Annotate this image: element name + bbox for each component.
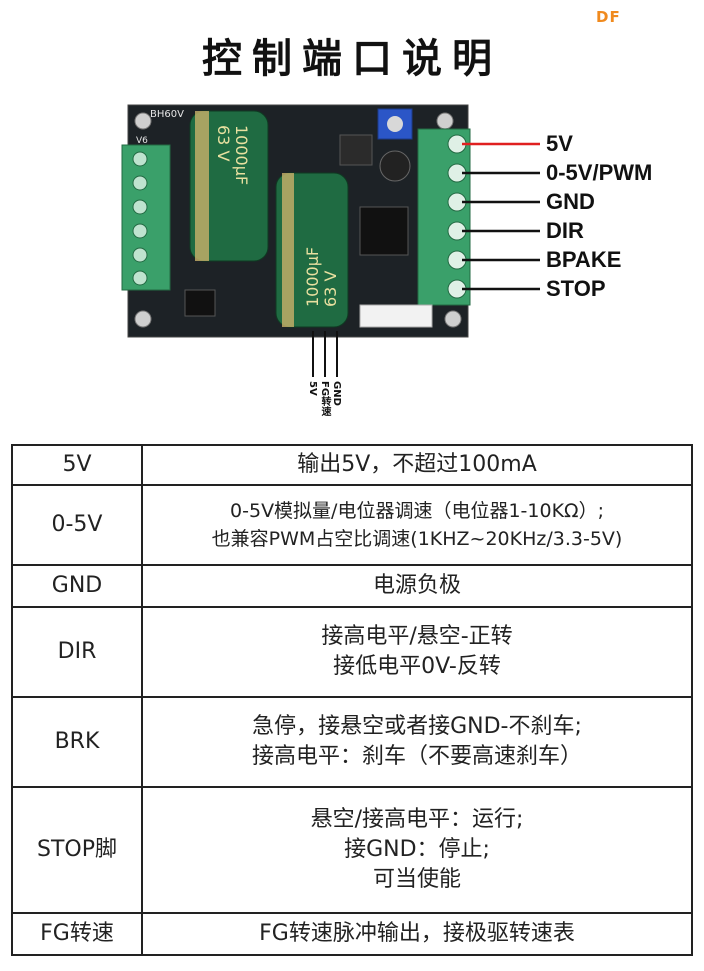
board-side-text: V6 [136,136,148,146]
desc-line: 悬空/接高电平：运行; [310,807,524,832]
page-title: 控制端口说明 [202,36,502,82]
table-row: 0-5V 0-5V模拟量/电位器调速（电位器1-10KΩ）; 也兼容PWM占空比… [11,484,693,566]
row-key: DIR [11,606,143,698]
left-terminal-block [121,144,171,291]
board-illustration: BH60V V6 1000μF 63 V 1000μF 63 V 5V 0-5V… [0,95,704,440]
bottom-pin-label-5v: 5V [307,381,318,396]
cap-left-value: 1000μF [232,125,251,185]
row-key: 0-5V [11,484,143,566]
bottom-pin-label-fg: FG转速 [319,381,330,417]
desc-line: 输出5V，不超过100mA [297,452,537,477]
row-key: GND [11,564,143,608]
desc-line: 急停，接悬空或者接GND-不刹车; [252,714,582,739]
row-desc: 接高电平/悬空-正转 接低电平0V-反转 [141,606,693,698]
row-key: 5V [11,444,143,486]
desc-line: 接低电平0V-反转 [333,654,501,679]
row-desc: 悬空/接高电平：运行; 接GND：停止; 可当使能 [141,786,693,914]
row-desc: FG转速脉冲输出，接极驱转速表 [141,912,693,956]
desc-line: 电源负极 [372,573,461,598]
pin-label-5v: 5V [546,131,573,156]
desc-line: 接高电平：刹车（不要高速刹车） [251,744,582,769]
row-desc: 0-5V模拟量/电位器调速（电位器1-10KΩ）; 也兼容PWM占空比调速(1K… [141,484,693,566]
pin-label-0-5v-pwm: 0-5V/PWM [546,160,653,185]
row-desc: 输出5V，不超过100mA [141,444,693,486]
row-key: FG转速 [11,912,143,956]
desc-line: 也兼容PWM占空比调速(1KHZ~20KHz/3.3-5V) [211,528,623,550]
desc-line: 接GND：停止; [344,837,490,862]
white-connector [359,304,433,328]
cap-right-value: 1000μF [303,247,322,307]
board-model-text: BH60V [150,109,184,120]
pin-label-stop: STOP [546,276,606,301]
table-row: GND 电源负极 [11,564,693,608]
desc-line: 可当使能 [372,867,461,892]
brand-logo: DF [596,8,621,26]
cap-left-voltage: 63 V [214,125,233,161]
row-desc: 急停，接悬空或者接GND-不刹车; 接高电平：刹车（不要高速刹车） [141,696,693,788]
pin-label-gnd: GND [546,189,595,214]
motor-driver-board-image: BH60V V6 1000μF 63 V 1000μF 63 V [121,104,540,377]
row-desc: 电源负极 [141,564,693,608]
capacitor-left [189,110,269,262]
row-key: BRK [11,696,143,788]
cap-right-voltage: 63 V [321,271,340,307]
desc-line: FG转速脉冲输出，接极驱转速表 [259,921,575,946]
port-description-table: 5V 输出5V，不超过100mA 0-5V 0-5V模拟量/电位器调速（电位器1… [11,444,693,956]
table-row: FG转速 FG转速脉冲输出，接极驱转速表 [11,912,693,956]
table-row: BRK 急停，接悬空或者接GND-不刹车; 接高电平：刹车（不要高速刹车） [11,696,693,788]
right-terminal-block [417,128,471,306]
pin-label-dir: DIR [546,218,584,243]
desc-line: 接高电平/悬空-正转 [321,624,513,649]
desc-line: 0-5V模拟量/电位器调速（电位器1-10KΩ）; [230,500,604,522]
table-row: STOP脚 悬空/接高电平：运行; 接GND：停止; 可当使能 [11,786,693,914]
pin-label-bpake: BPAKE [546,247,622,272]
bottom-pin-label-gnd: GND [331,381,342,406]
table-row: DIR 接高电平/悬空-正转 接低电平0V-反转 [11,606,693,698]
row-key: STOP脚 [11,786,143,914]
table-row: 5V 输出5V，不超过100mA [11,444,693,486]
